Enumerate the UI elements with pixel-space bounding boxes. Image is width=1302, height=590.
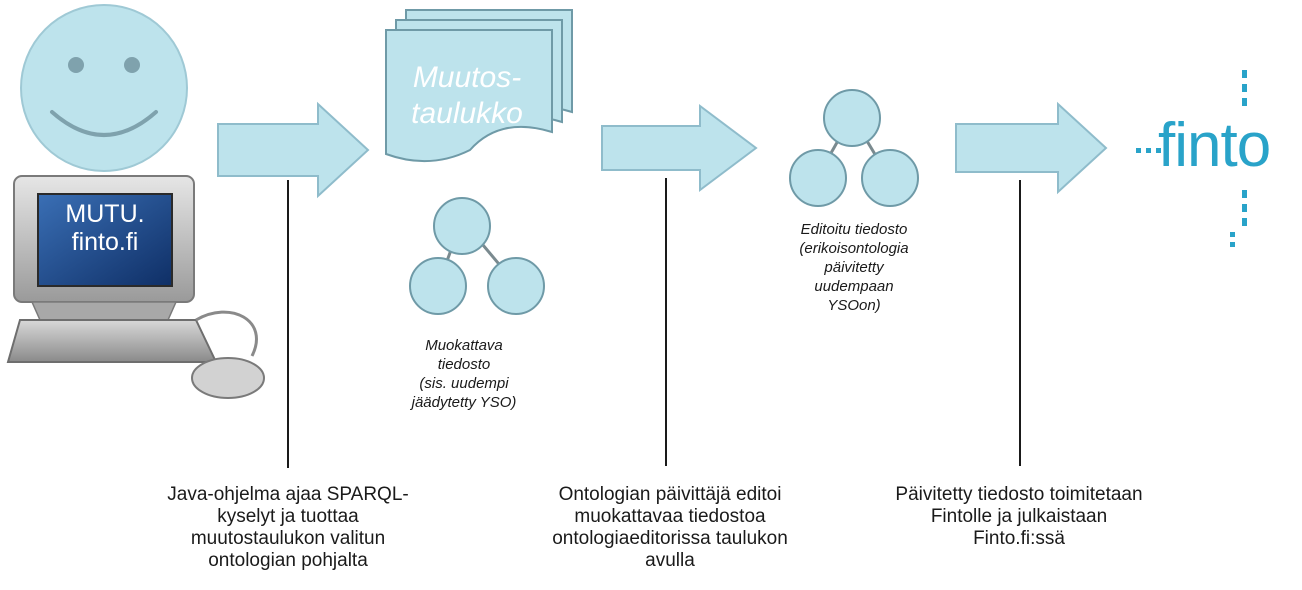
flow-arrow-1 <box>217 101 370 199</box>
editable-caption-line-1: Muokattava <box>425 337 503 354</box>
step-2-description: Ontologian päivittäjä editoi muokattavaa… <box>520 484 820 572</box>
step-1-line-1: Java-ohjelma ajaa SPARQL- <box>167 484 409 505</box>
user-smiley-icon <box>20 4 188 172</box>
step-2-line-2: muokattavaa tiedostoa <box>574 506 766 527</box>
step-1-line-2: kyselyt ja tuottaa <box>217 506 359 527</box>
editable-file-tree-icon <box>409 197 545 315</box>
step-3-line-2: Fintolle ja julkaistaan <box>930 506 1108 527</box>
step-1-description: Java-ohjelma ajaa SPARQL- kyselyt ja tuo… <box>138 484 438 572</box>
finto-logo-dashes <box>1136 70 1247 247</box>
step-1-line-3: muutostaulukon valitun <box>190 528 386 549</box>
edited-caption-line-1: Editoitu tiedosto <box>800 221 908 238</box>
edited-caption-line-2: (erikoisontologia <box>799 240 909 257</box>
step-1-line-4: ontologian pohjalta <box>208 550 368 571</box>
edited-caption-line-5: YSOon) <box>827 297 881 314</box>
step-3-line-1: Päivitetty tiedosto toimitetaan <box>895 484 1143 505</box>
change-table-line-1: Muutos- <box>412 61 522 94</box>
step-2-line-3: ontologiaeditorissa taulukon <box>552 528 788 549</box>
step-2-line-4: avulla <box>645 550 695 571</box>
step-3-line-3: Finto.fi:ssä <box>973 528 1065 549</box>
change-table-document-icon <box>385 9 573 163</box>
step-3-description: Päivitetty tiedosto toimitetaan Fintolle… <box>864 484 1174 550</box>
edited-file-tree-icon <box>789 89 919 207</box>
computer-screen <box>37 193 173 287</box>
flow-arrow-3 <box>955 101 1108 195</box>
computer-screen-text: MUTU. finto.fi <box>38 200 172 256</box>
edited-file-caption: Editoitu tiedosto (erikoisontologia päiv… <box>786 220 922 315</box>
computer-icon <box>6 175 265 399</box>
step-2-line-1: Ontologian päivittäjä editoi <box>558 484 782 505</box>
keyboard-icon <box>6 319 218 363</box>
screen-line-2: finto.fi <box>71 228 139 256</box>
editable-caption-line-3: (sis. uudempi <box>419 375 509 392</box>
edited-caption-line-3: päivitetty <box>824 259 884 276</box>
flow-arrow-2 <box>601 104 758 192</box>
mouse-icon <box>191 357 265 399</box>
change-table-line-2: taulukko <box>411 97 523 130</box>
editable-caption-line-4: jäädytetty YSO) <box>411 394 517 411</box>
finto-logo: finto <box>1158 111 1271 180</box>
editable-file-caption: Muokattava tiedosto (sis. uudempi jäädyt… <box>396 336 532 412</box>
screen-line-1: MUTU. <box>65 200 145 228</box>
change-table-label: Muutos- taulukko <box>392 60 542 132</box>
edited-caption-line-4: uudempaan <box>814 278 894 295</box>
editable-caption-line-2: tiedosto <box>437 356 491 373</box>
